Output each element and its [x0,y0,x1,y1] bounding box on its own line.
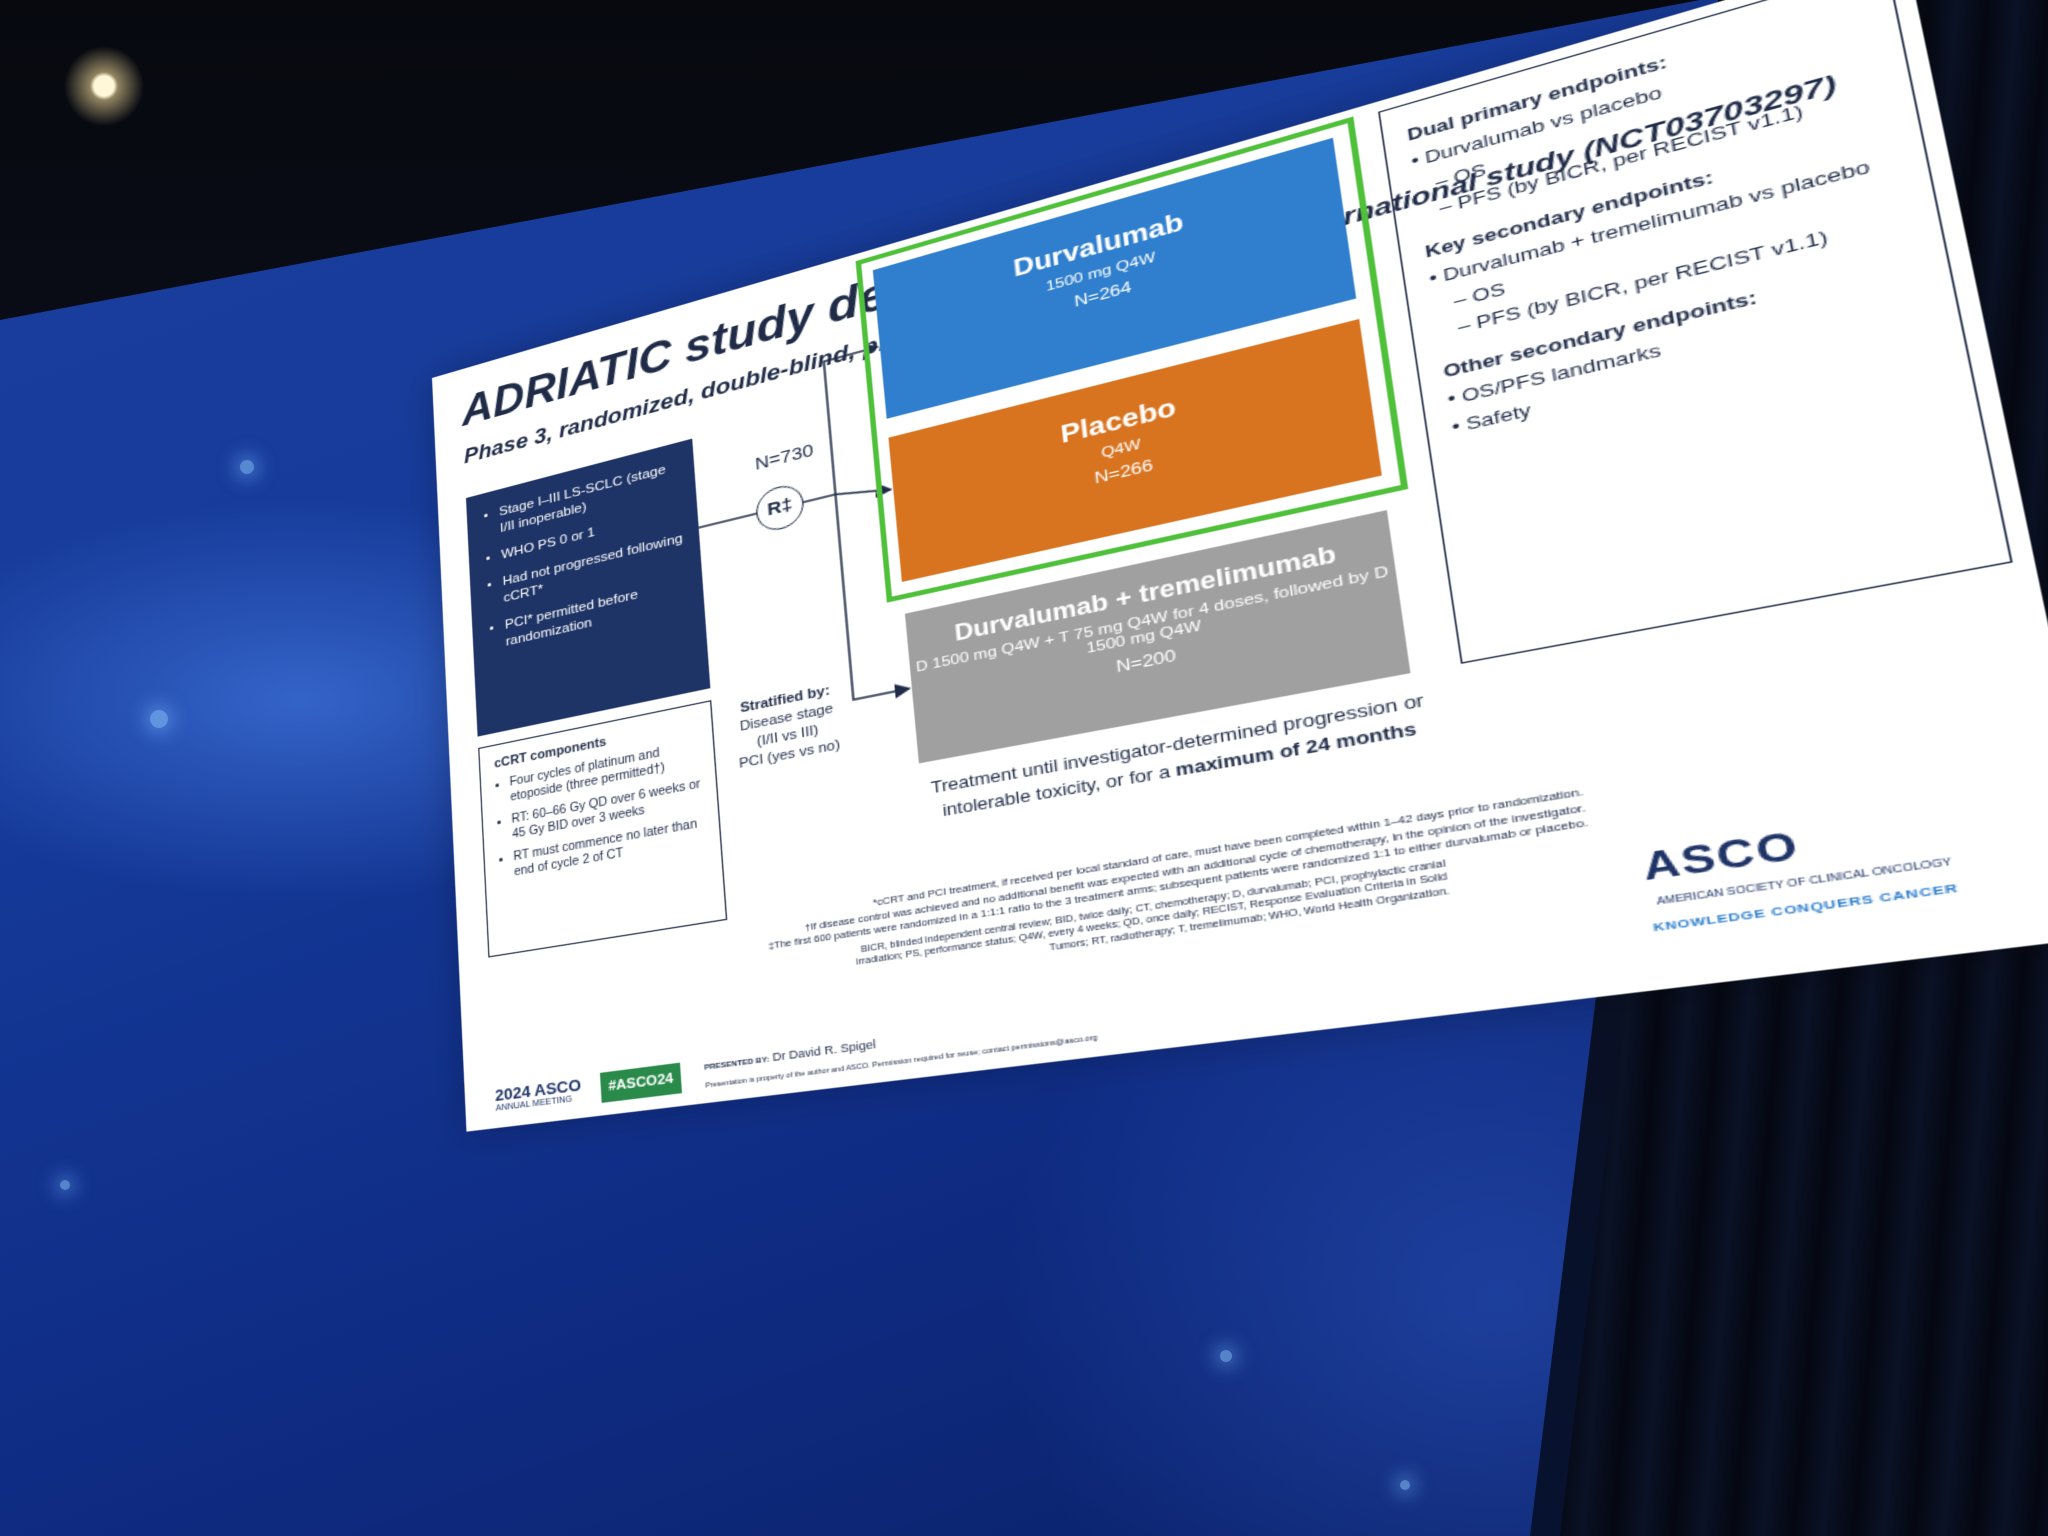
arrow-randomization-to-split [803,494,835,502]
hashtag-badge: #ASCO24 [599,1062,683,1103]
arrow-eligibility-to-randomization [699,514,757,528]
network-node-decoration [150,710,168,728]
network-node-decoration [60,1180,70,1190]
annual-meeting-logo: 2024 ASCO ANNUAL MEETING [495,1075,582,1113]
network-node-decoration [240,460,254,474]
presented-by-label: PRESENTED BY: [704,1056,770,1073]
network-node-decoration [1400,1480,1410,1490]
network-node-decoration [1220,1350,1232,1362]
